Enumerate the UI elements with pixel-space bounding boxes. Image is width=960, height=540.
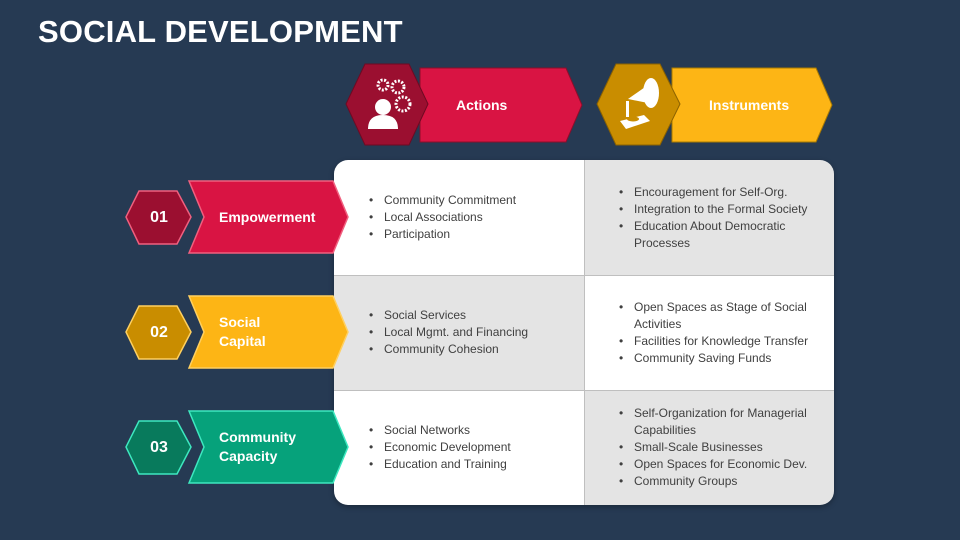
list-item: Integration to the Formal Society — [612, 201, 834, 218]
instruments-header-arrow — [671, 67, 833, 143]
list-item: Open Spaces for Economic Dev. — [612, 456, 834, 473]
list-item: Open Spaces as Stage of Social Activitie… — [612, 299, 834, 333]
list-item: Education and Training — [362, 456, 511, 473]
list-item: Education About Democratic Processes — [612, 218, 834, 252]
row-02-hexagon — [125, 305, 192, 360]
row-01-number: 01 — [150, 209, 168, 226]
list-item: Participation — [362, 226, 516, 243]
social-capital-arrow — [187, 295, 349, 369]
list-item: Community Cohesion — [362, 341, 528, 358]
list-item: Economic Development — [362, 439, 511, 456]
row-01-hexagon — [125, 190, 192, 245]
page-title: SOCIAL DEVELOPMENT — [38, 14, 403, 49]
community-capacity-actions-cell: Social NetworksEconomic DevelopmentEduca… — [334, 390, 584, 505]
actions-header-hexagon — [345, 63, 429, 146]
instruments-header-hexagon — [596, 63, 681, 146]
social-capital-instruments-cell: Open Spaces as Stage of Social Activitie… — [584, 275, 834, 390]
list-item: Encouragement for Self-Org. — [612, 184, 834, 201]
list-item: Social Networks — [362, 422, 511, 439]
column-divider — [584, 160, 585, 505]
gramophone-icon — [620, 78, 659, 129]
community-capacity-arrow — [187, 410, 349, 484]
row-03-hexagon — [125, 420, 192, 475]
actions-header-label: Actions — [456, 96, 508, 113]
social-capital-actions-cell: Social ServicesLocal Mgmt. and Financing… — [334, 275, 584, 390]
community-capacity-label: Community Capacity — [219, 429, 296, 464]
list-item: Facilities for Knowledge Transfer — [612, 333, 834, 350]
list-item: Self-Organization for Managerial Capabil… — [612, 405, 834, 439]
actions-header-arrow — [419, 67, 583, 143]
content-table: Community CommitmentLocal AssociationsPa… — [334, 160, 834, 505]
empowerment-label: Empowerment — [219, 208, 316, 225]
row-02-number: 02 — [150, 324, 168, 341]
gears-person-icon — [368, 78, 412, 129]
list-item: Community Saving Funds — [612, 350, 834, 367]
empowerment-instruments-cell: Encouragement for Self-Org.Integration t… — [584, 160, 834, 275]
list-item: Community Groups — [612, 473, 834, 490]
list-item: Local Associations — [362, 209, 516, 226]
social-capital-label: Social Capital — [219, 314, 266, 349]
empowerment-arrow — [187, 180, 349, 254]
empowerment-actions-cell: Community CommitmentLocal AssociationsPa… — [334, 160, 584, 275]
list-item: Social Services — [362, 307, 528, 324]
community-capacity-instruments-cell: Self-Organization for Managerial Capabil… — [584, 390, 834, 505]
list-item: Community Commitment — [362, 192, 516, 209]
list-item: Small-Scale Businesses — [612, 439, 834, 456]
instruments-header-label: Instruments — [709, 96, 790, 113]
list-item: Local Mgmt. and Financing — [362, 324, 528, 341]
row-03-number: 03 — [150, 439, 168, 456]
